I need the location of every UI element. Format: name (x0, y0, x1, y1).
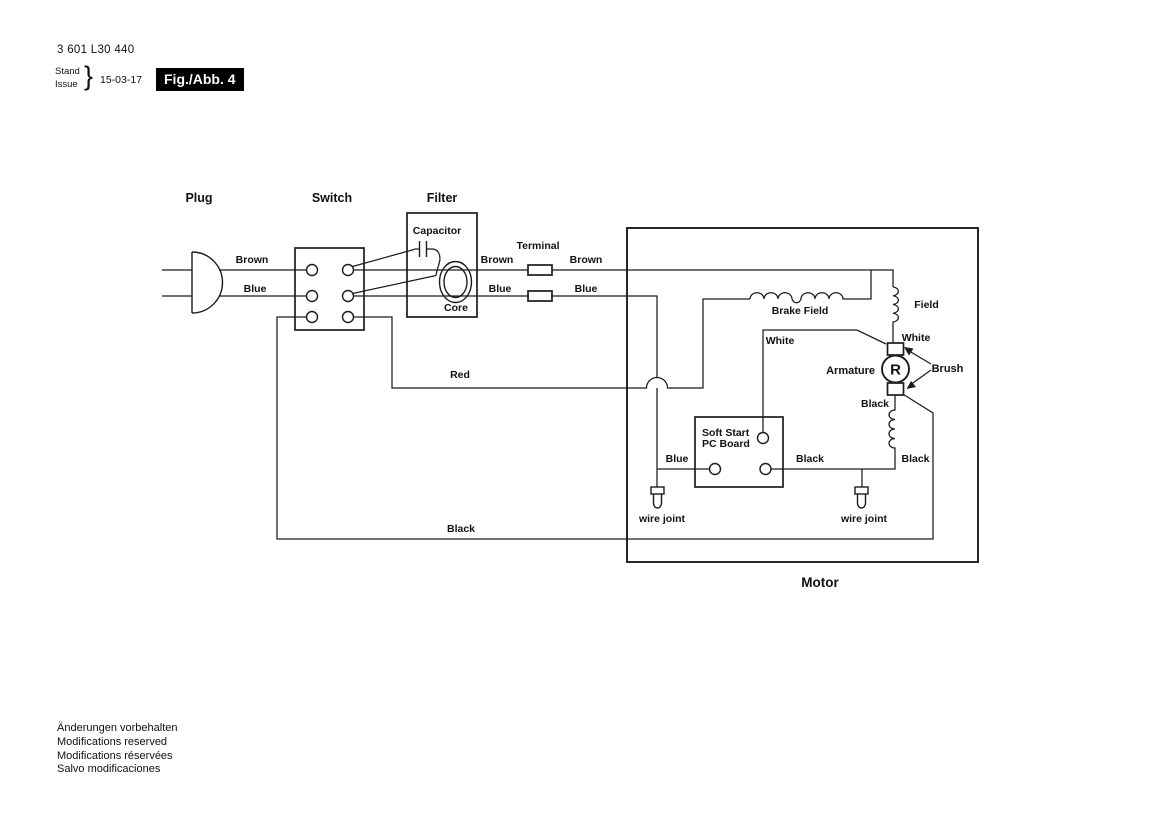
terminal-block-blue (527, 290, 553, 302)
issue-label: Issue (55, 78, 78, 90)
wire-joint-cap (650, 486, 665, 495)
soft-start-label-1: Soft Start (702, 427, 750, 439)
legal-line: Modifications réservées (57, 749, 173, 762)
issue-date: 15-03-17 (100, 74, 143, 86)
wire-label-black-pcb: Black (796, 453, 824, 465)
wire-label-blue-plug: Blue (244, 283, 267, 295)
brush-top (886, 342, 905, 356)
brush-arrowhead-top (904, 347, 914, 356)
switch-terminal (305, 263, 319, 277)
legal-line: Salvo modificaciones (57, 763, 161, 776)
soft-start-box (694, 416, 784, 488)
brake-field-coil (749, 270, 872, 304)
wire-blue-run (353, 295, 658, 378)
motor-title: Motor (801, 575, 839, 590)
terminal-block-brown (527, 264, 553, 276)
wire-brown-run (353, 269, 894, 287)
filter-title: Filter (427, 191, 458, 205)
switch-symbol (294, 247, 365, 331)
figure-badge: Fig./Abb. 4 (156, 68, 244, 91)
wire-label-brown-plug: Brown (236, 254, 269, 266)
wire-joint-cap (854, 486, 869, 495)
wire-joint-right-symbol (854, 486, 869, 509)
wire-label-blue-out: Blue (575, 283, 598, 295)
motor-box (626, 227, 979, 563)
filter-symbol: Capacitor Core (406, 212, 478, 318)
rotor-circle (881, 354, 910, 384)
brace-glyph: } (84, 61, 94, 91)
switch-terminal (341, 289, 355, 303)
board-terminal-right (759, 462, 772, 476)
wire-joint-body (856, 494, 867, 509)
stand-label: Stand (55, 66, 80, 77)
switch-box (294, 247, 365, 331)
rotor-letter: R (890, 362, 901, 379)
brush-arrow-top (909, 350, 932, 365)
board-terminal-left (708, 462, 722, 476)
legal-line: Änderungen vorbehalten (57, 722, 178, 734)
core-label: Core (444, 302, 468, 314)
wire-cap-bottom (352, 274, 437, 295)
capacitor-label: Capacitor (413, 225, 461, 237)
wire-label-black-brush: Black (861, 398, 889, 410)
wire-black-return (276, 316, 934, 540)
field-coil (892, 286, 899, 343)
wire-label-red: Red (450, 369, 470, 381)
wire-label-black-return: Black (447, 523, 475, 535)
armature-symbol: R (881, 342, 910, 396)
wire-label-black-coil: Black (901, 453, 929, 465)
wire-black-coil (771, 395, 896, 470)
wire-label-white-pcb: White (766, 335, 795, 347)
terminal-label: Terminal (517, 240, 560, 252)
wire-label-white-brush: White (902, 332, 931, 344)
switch-terminal (341, 263, 355, 277)
wire-joint-right-label: wire joint (840, 513, 888, 525)
armature-label: Armature (826, 365, 875, 377)
part-number: 3 601 L30 440 (57, 44, 135, 56)
core-ring-inner (443, 265, 468, 299)
wire-label-brown-out: Brown (570, 254, 603, 266)
brake-field-label: Brake Field (772, 305, 829, 317)
wire-joint-body (652, 494, 663, 509)
wire-joint-left-symbol (650, 486, 665, 509)
legal-line: Modifications reserved (57, 735, 168, 748)
wire-label-blue-pcb: Blue (666, 453, 689, 465)
filter-box (406, 212, 478, 318)
field-label: Field (914, 299, 939, 311)
wire-label-brown-in: Brown (481, 254, 514, 266)
brush-arrowhead-bottom (906, 381, 916, 389)
soft-start-label-2: PC Board (702, 438, 750, 450)
brush-label: Brush (932, 363, 964, 375)
soft-start-board: Soft Start PC Board (694, 416, 784, 488)
wire-white (762, 329, 887, 432)
switch-terminal (341, 310, 355, 324)
plug-symbol (162, 251, 224, 314)
capacitor-lead-right (427, 248, 441, 276)
brush-bottom (886, 382, 905, 396)
brush-arrow-bottom (911, 369, 932, 385)
stand-issue-label: Stand Issue (55, 66, 80, 91)
wire-label-blue-in: Blue (489, 283, 512, 295)
wire-joint-left-label: wire joint (638, 513, 686, 525)
plug-title: Plug (185, 191, 212, 205)
plug-arc (191, 251, 224, 314)
legal-notice: Änderungen vorbehalten Modifications res… (57, 722, 177, 777)
switch-terminal (305, 289, 319, 303)
board-terminal-top (756, 431, 770, 445)
switch-title: Switch (312, 191, 352, 205)
wire-cap-top (352, 248, 415, 268)
wire-red (353, 298, 750, 389)
switch-terminal (305, 310, 319, 324)
core-ring-outer (438, 260, 473, 304)
